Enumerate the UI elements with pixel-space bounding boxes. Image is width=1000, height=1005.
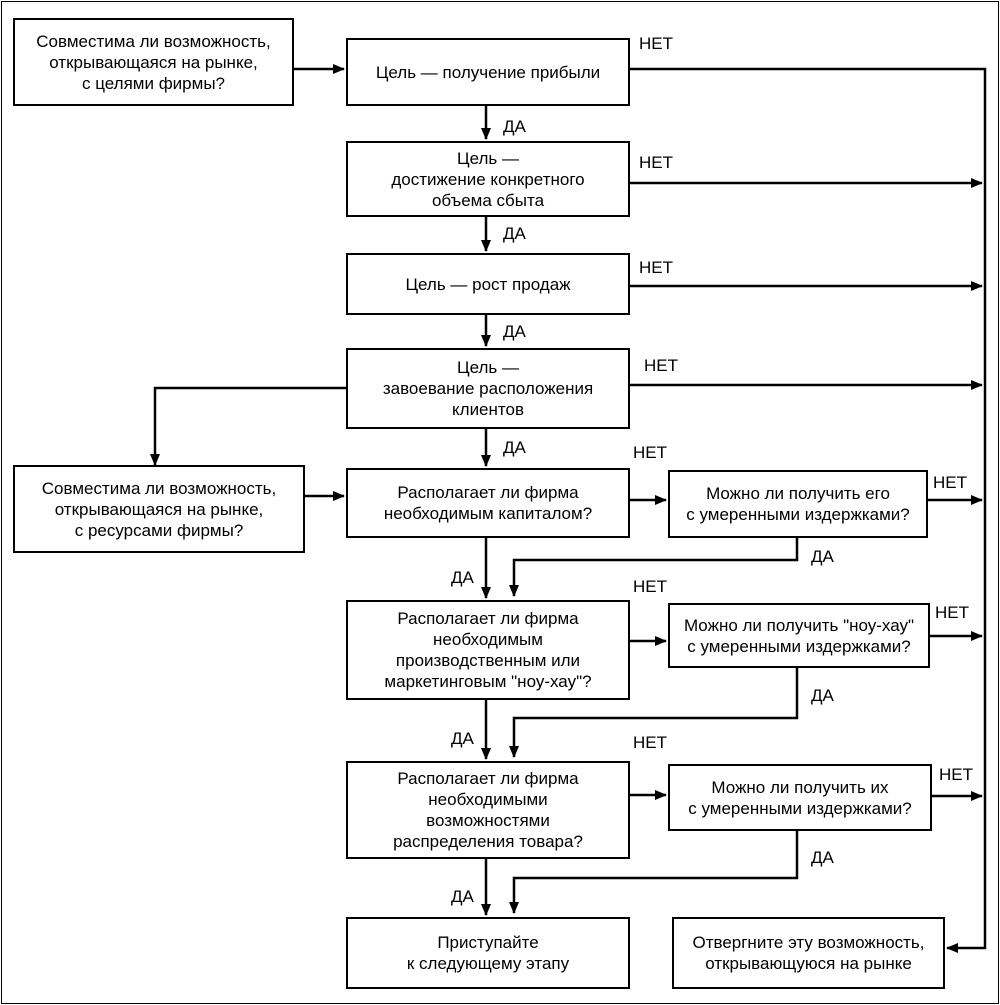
goal-sales-volume-box: Цель — достижение конкретного объема сбы… [346, 141, 630, 217]
goal-sales-growth-box: Цель — рост продаж [346, 253, 630, 315]
yes-label-capital: ДА [451, 568, 474, 587]
goal-sales-growth-text: Цель — рост продаж [405, 274, 571, 294]
arrow-goodwill-to-resources [150, 386, 346, 466]
no-label-profit: НЕТ [639, 34, 673, 53]
knowhow-acquire-question-box: Можно ли получить "ноу-хау" с умеренными… [668, 603, 930, 668]
distribution-acquire-question-text: Можно ли получить их с умеренными издерж… [688, 777, 912, 818]
yes-label-goodwill: ДА [503, 438, 526, 457]
yes-label-knowhow-acquire: ДА [811, 686, 834, 705]
yes-label-knowhow: ДА [451, 729, 474, 748]
reject-opportunity-box: Отвергните эту возможность, открывающуюс… [672, 917, 945, 989]
goal-sales-volume-text: Цель — достижение конкретного объема сбы… [391, 148, 585, 210]
capital-question-box: Располагает ли фирма необходимым капитал… [346, 468, 630, 538]
start-goals-question-box: Совместима ли возможность, открывающаяся… [13, 18, 294, 106]
resources-question-text: Совместима ли возможность, открывающаяся… [41, 478, 277, 540]
yes-label-distribution-acquire: ДА [811, 848, 834, 867]
no-label-goodwill: НЕТ [644, 356, 678, 375]
yes-label-profit: ДА [503, 117, 526, 136]
knowhow-question-box: Располагает ли фирма необходимым произво… [346, 600, 630, 700]
no-label-volume: НЕТ [639, 153, 673, 172]
no-label-capital: НЕТ [633, 443, 667, 462]
capital-question-text: Располагает ли фирма необходимым капитал… [383, 483, 593, 523]
arrow-knowhow-get-yes-return [509, 667, 799, 758]
no-label-distribution: НЕТ [633, 733, 667, 752]
distribution-question-text: Располагает ли фирма необходимыми возмож… [393, 769, 583, 851]
rail-right [629, 67, 987, 953]
yes-label-capital-acquire: ДА [811, 547, 834, 566]
goal-profit-box: Цель — получение прибыли [346, 38, 630, 106]
yes-label-distribution: ДА [451, 887, 474, 906]
no-label-knowhow-acquire: НЕТ [935, 603, 969, 622]
goal-profit-text: Цель — получение прибыли [375, 62, 601, 82]
goal-customer-goodwill-text: Цель — завоевание расположения клиентов [382, 358, 594, 419]
capital-acquire-question-text: Можно ли получить его с умеренными издер… [686, 484, 910, 524]
capital-acquire-question-box: Можно ли получить его с умеренными издер… [668, 470, 928, 538]
arrow-capital-get-yes-return [509, 537, 799, 597]
yes-label-growth: ДА [503, 322, 526, 341]
no-label-knowhow: НЕТ [633, 577, 667, 596]
resources-question-box: Совместима ли возможность, открывающаяся… [13, 465, 305, 553]
no-label-growth: НЕТ [639, 258, 673, 277]
reject-opportunity-text: Отвергните эту возможность, открывающуюс… [692, 933, 925, 973]
no-label-distribution-acquire: НЕТ [939, 765, 973, 784]
arrow-distribution-get-yes-return [509, 830, 799, 914]
goal-customer-goodwill-box: Цель — завоевание расположения клиентов [346, 348, 630, 429]
proceed-next-stage-text: Приступайте к следующему этапу [406, 933, 570, 973]
distribution-acquire-question-box: Можно ли получить их с умеренными издерж… [668, 764, 932, 831]
yes-label-volume: ДА [503, 224, 526, 243]
knowhow-acquire-question-text: Можно ли получить "ноу-хау" с умеренными… [683, 615, 915, 656]
start-goals-question-text: Совместима ли возможность, открывающаяся… [36, 31, 271, 93]
knowhow-question-text: Располагает ли фирма необходимым произво… [384, 609, 592, 691]
no-label-capital-acquire: НЕТ [933, 473, 967, 492]
proceed-next-stage-box: Приступайте к следующему этапу [346, 917, 630, 989]
distribution-question-box: Располагает ли фирма необходимыми возмож… [346, 761, 630, 859]
